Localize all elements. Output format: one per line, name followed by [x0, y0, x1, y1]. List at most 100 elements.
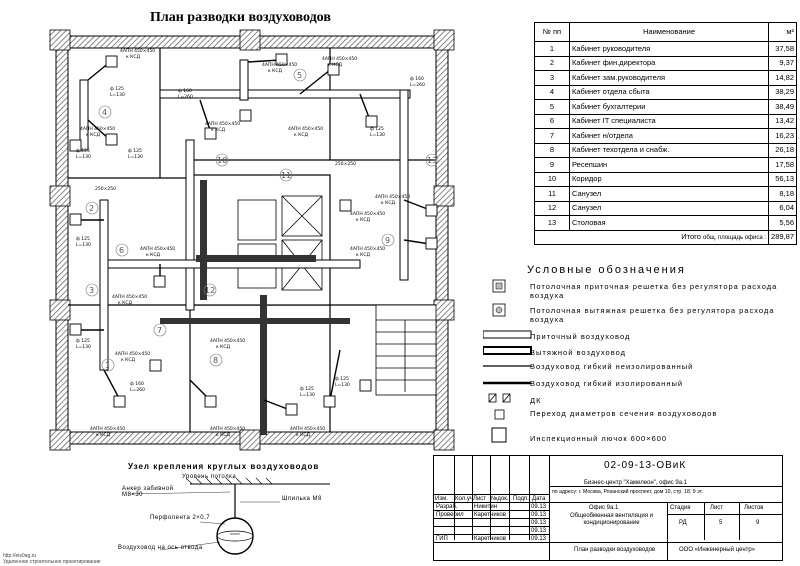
- columns: [49, 29, 455, 451]
- legend-symbols: [483, 279, 532, 443]
- room-number: 5: [297, 71, 302, 80]
- svg-text:ф 125: ф 125: [76, 338, 90, 344]
- total-note: общ. площадь офиса :: [702, 234, 767, 241]
- strip-caption: Перфолента 2×0,7: [150, 515, 211, 521]
- svg-text:L=130: L=130: [76, 154, 91, 160]
- svg-text:250×250: 250×250: [95, 186, 116, 192]
- svg-text:4АПН 450×450: 4АПН 450×450: [262, 62, 297, 68]
- stud-caption: Шпилька М8: [282, 496, 322, 502]
- room-name-cell: Кабинет фин.директора: [568, 55, 770, 71]
- svg-text:4АПН 450×450: 4АПН 450×450: [375, 194, 410, 200]
- room-number-cell: 9: [534, 157, 570, 173]
- room-name-cell: Кабинет руководителя: [568, 41, 770, 57]
- room-name-cell: Кабинет бухгалтерии: [568, 99, 770, 115]
- legend-item: Переход диаметров сечения воздуховодов: [530, 409, 718, 418]
- legend-title: Условные обозначения: [527, 264, 686, 276]
- total-area: 289,87: [768, 229, 797, 245]
- company: ООО «Инженерный центр»: [679, 547, 756, 553]
- svg-text:L=260: L=260: [410, 82, 425, 88]
- ceiling-grilles: [69, 53, 438, 416]
- room-number-cell: 7: [534, 128, 570, 144]
- room-number-cell: 8: [534, 142, 570, 158]
- svg-text:к КСД: к КСД: [216, 344, 230, 350]
- svg-text:L=130: L=130: [76, 242, 91, 248]
- room-number-cell: 11: [534, 186, 570, 202]
- column-header: № пп: [534, 22, 570, 42]
- room-area-cell: 5,56: [768, 215, 797, 231]
- svg-text:к КСД: к КСД: [86, 132, 100, 138]
- svg-text:к КСД: к КСД: [96, 432, 110, 438]
- date: 09.13: [531, 520, 547, 526]
- section: Офис 9а.1: [589, 505, 619, 511]
- ceiling-caption: Уровень потолка: [182, 474, 237, 480]
- svg-text:4АПН 450×450: 4АПН 450×450: [210, 338, 245, 344]
- legend-item: Воздуховод гибкий неизолированный: [530, 362, 694, 371]
- room-name-cell: Кабинет н/отдела: [568, 128, 770, 144]
- sheet-count: 9: [756, 520, 760, 526]
- svg-text:L=260: L=260: [130, 387, 145, 393]
- room-number: 11: [281, 171, 291, 180]
- person: Каретников: [474, 536, 506, 542]
- date: 09.13: [531, 512, 547, 518]
- role: Проверил: [436, 512, 464, 518]
- room-number: 1: [105, 361, 110, 370]
- room-area-cell: 13,42: [768, 113, 797, 129]
- svg-text:ф 125: ф 125: [128, 148, 142, 154]
- drawing-title: План разводки воздуховодов: [150, 10, 331, 25]
- svg-text:к КСД: к КСД: [146, 252, 160, 258]
- svg-text:к КСД: к КСД: [118, 300, 132, 306]
- svg-text:4АПН 450×450: 4АПН 450×450: [288, 126, 323, 132]
- ventilation-floor-plan: 4 5 2 3 1 8 9 13 10 12 11 7 6 4АПН 450×4…: [49, 29, 455, 451]
- person: Никитин: [474, 504, 498, 510]
- svg-text:250×250: 250×250: [335, 161, 356, 167]
- svg-text:к КСД: к КСД: [211, 127, 225, 133]
- room-number: 8: [213, 356, 218, 365]
- svg-text:к КСД: к КСД: [268, 68, 282, 74]
- subject: Общеобменная вентиляция и кондиционирова…: [570, 513, 653, 526]
- inspection-hatch-icon: [491, 427, 507, 443]
- room-number-cell: 2: [534, 55, 570, 71]
- svg-text:4АПН 450×450: 4АПН 450×450: [120, 48, 155, 54]
- svg-text:к КСД: к КСД: [356, 217, 370, 223]
- svg-text:4АПН 450×450: 4АПН 450×450: [350, 211, 385, 217]
- room-number-cell: 12: [534, 200, 570, 216]
- room-number: 12: [205, 286, 215, 295]
- svg-text:ф 125: ф 125: [76, 236, 90, 242]
- room-number-cell: 5: [534, 99, 570, 115]
- svg-text:ф 125: ф 125: [370, 126, 384, 132]
- exhaust-ducts: [160, 180, 350, 435]
- svg-text:L=130: L=130: [128, 154, 143, 160]
- drawing-code: 02-09-13-ОВиК: [604, 460, 687, 471]
- room-name-cell: Ресепшин: [568, 157, 770, 173]
- svg-text:к КСД: к КСД: [296, 432, 310, 438]
- room-area-cell: 8,18: [768, 186, 797, 202]
- room-number-cell: 1: [534, 41, 570, 57]
- svg-text:ф 125: ф 125: [300, 386, 314, 392]
- supply-duct-icon: [483, 330, 532, 339]
- anchor-caption: Анкер забивной М8×30: [122, 486, 174, 498]
- room-number-cell: 6: [534, 113, 570, 129]
- column-header: м²: [768, 22, 797, 42]
- node-detail-title: Узел крепления круглых воздуховодов: [128, 462, 320, 471]
- object-address: по адресу: г. Москва, Рязанский проспект…: [552, 489, 703, 495]
- svg-text:к КСД: к КСД: [328, 62, 342, 68]
- room-number: 2: [89, 204, 94, 213]
- object-name: Бизнес-центр "Хамелеон", офис 9а.1: [584, 480, 688, 486]
- svg-text:L=130: L=130: [335, 382, 350, 388]
- room-number: 4: [102, 108, 107, 117]
- svg-text:L=130: L=130: [370, 132, 385, 138]
- room-number: 13: [427, 156, 437, 165]
- room-name-cell: Столовая: [568, 215, 770, 231]
- svg-text:к КСД: к КСД: [294, 132, 308, 138]
- room-number: 3: [89, 286, 94, 295]
- svg-text:L=130: L=130: [110, 92, 125, 98]
- diameter-transition-icon: [494, 409, 505, 420]
